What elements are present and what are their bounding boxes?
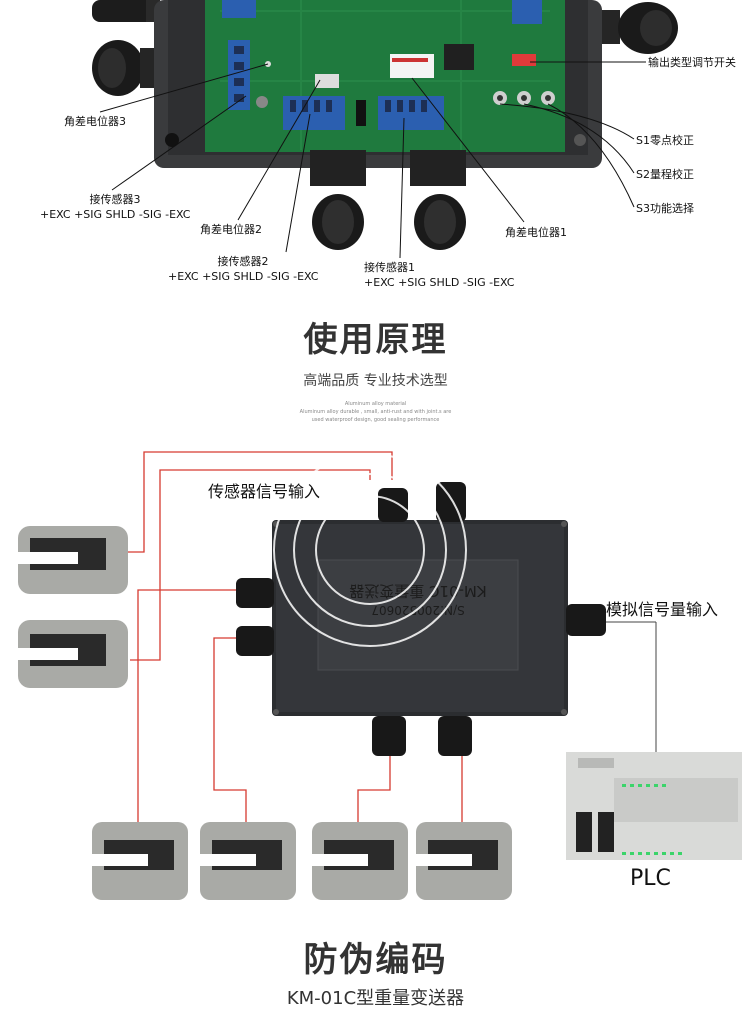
cable-gland-right-top xyxy=(602,2,678,54)
callout-pot1: 角差电位器1 xyxy=(505,226,567,239)
callout-sensor3-pins: +EXC +SIG SHLD -SIG -EXC xyxy=(40,208,191,221)
callout-s2-span: S2量程校正 xyxy=(636,168,694,181)
box-model-text: KM-01C 重量变送器 xyxy=(349,582,487,600)
callout-sensor1-title: 接传感器1 xyxy=(364,261,415,274)
cable-gland-bottom-right xyxy=(410,150,466,250)
cable-gland-bottom-left xyxy=(310,150,366,250)
load-cell-4 xyxy=(200,822,296,900)
callout-sensor2-pins: +EXC +SIG SHLD -SIG -EXC xyxy=(168,270,319,283)
callout-pot2: 角差电位器2 xyxy=(200,223,262,236)
pcb-photo-illustration xyxy=(92,0,678,259)
callout-output-type-switch: 输出类型调节开关 xyxy=(648,56,736,69)
wiring-diagram-svg: KM-01C 重量变送器 S/N:200520607 xyxy=(18,451,742,900)
callout-sensor3-title: 接传感器3 xyxy=(89,193,141,206)
anti-counterfeit-title: 防伪编码 xyxy=(303,940,448,980)
principle-fine-print-3: used waterproof design, good sealing per… xyxy=(311,417,440,423)
callout-sensor2: 接传感器2 +EXC +SIG SHLD -SIG -EXC xyxy=(168,254,318,284)
watermark-circles xyxy=(273,453,467,647)
principle-fine-print-2: Aluminum alloy durable , small, anti-rus… xyxy=(299,409,452,415)
plc-unit xyxy=(566,752,742,860)
junction-box: KM-01C 重量变送器 S/N:200520607 xyxy=(272,520,568,716)
load-cell-3 xyxy=(92,822,188,900)
load-cell-1 xyxy=(18,526,128,594)
callout-pot3: 角差电位器3 xyxy=(64,115,126,128)
anti-counterfeit-subtitle: KM-01C型重量变送器 xyxy=(286,988,465,1009)
callout-s1-zero: S1零点校正 xyxy=(636,134,694,147)
terminal-block-top-right xyxy=(512,0,542,24)
wiring-diagram: KM-01C 重量变送器 S/N:200520607 xyxy=(0,440,751,910)
callout-sensor1-pins: +EXC +SIG SHLD -SIG -EXC xyxy=(364,276,515,289)
sensor-signal-input-label: 传感器信号输入 xyxy=(208,482,321,501)
plc-label: PLC xyxy=(630,866,671,891)
cable-gland-left-middle xyxy=(92,40,158,96)
analog-signal-label: 模拟信号量输入 xyxy=(606,600,719,619)
load-cell-6 xyxy=(416,822,512,900)
callout-leader-lines xyxy=(99,61,646,259)
load-cell-2 xyxy=(18,620,128,688)
load-cell-5 xyxy=(312,822,408,900)
principle-subtitle: 高端品质 专业技术选型 xyxy=(303,373,448,389)
box-cable-glands xyxy=(236,482,606,756)
principle-fine-print-1: Aluminum alloy material xyxy=(344,401,407,407)
cable-gland-left-top xyxy=(92,0,160,22)
terminal-block-left xyxy=(228,40,250,110)
callout-sensor2-title: 接传感器2 xyxy=(217,255,269,268)
callout-sensor3: 接传感器3 +EXC +SIG SHLD -SIG -EXC xyxy=(40,192,190,222)
callout-sensor1: 接传感器1 +EXC +SIG SHLD -SIG -EXC xyxy=(364,260,514,290)
pcb-photo-section: 输出类型调节开关 S1零点校正 S2量程校正 S3功能选择 角差电位器3 接传感… xyxy=(0,0,751,300)
principle-title: 使用原理 xyxy=(303,320,448,360)
callout-s3-function: S3功能选择 xyxy=(636,202,694,215)
terminal-block-top-left xyxy=(222,0,256,18)
